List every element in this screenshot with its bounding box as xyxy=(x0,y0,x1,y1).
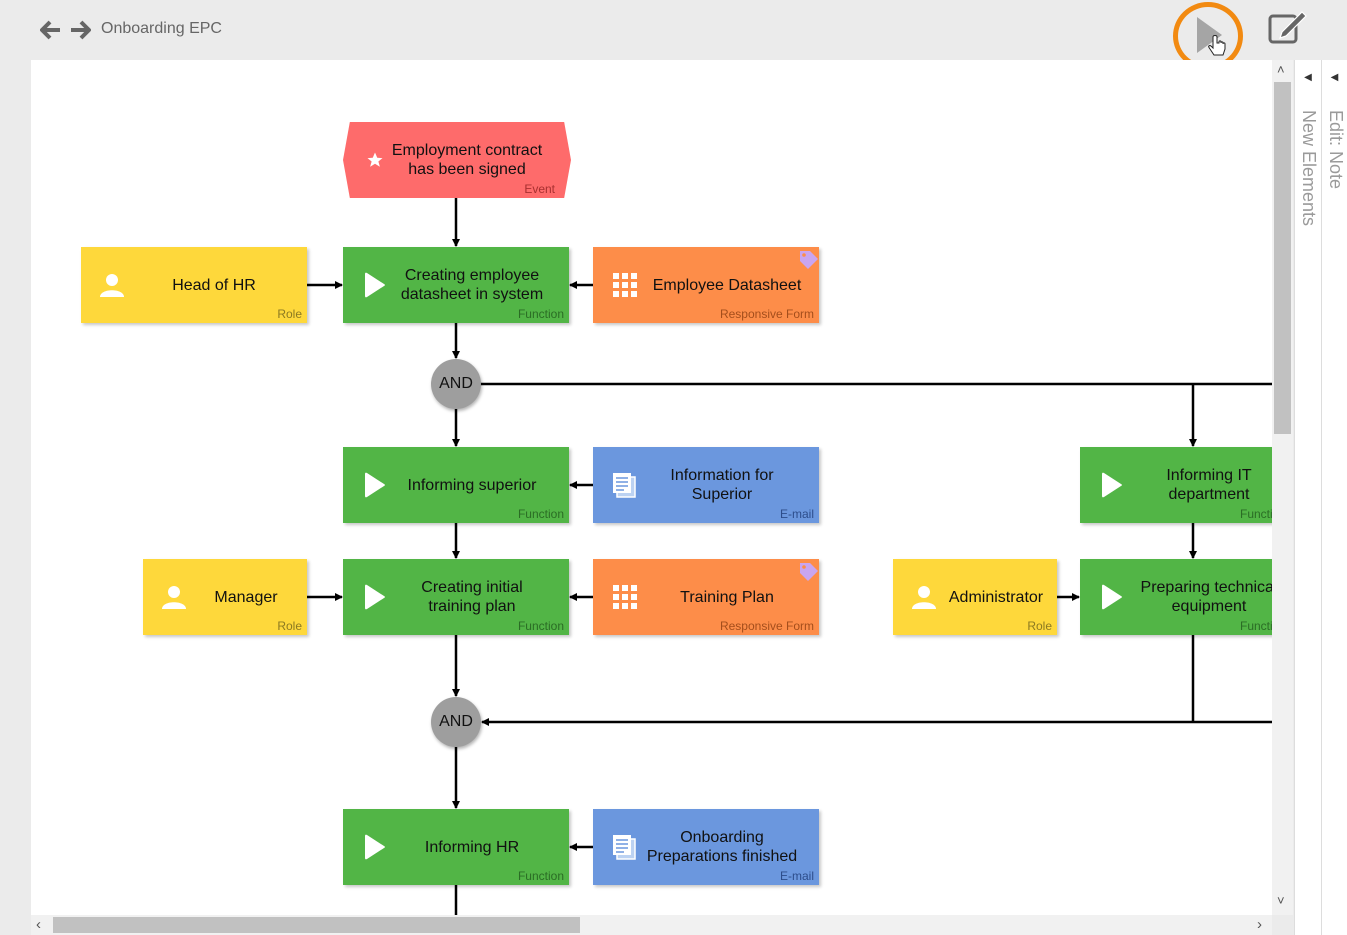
role-head-of-hr[interactable]: Head of HR Role xyxy=(81,247,307,323)
play-icon xyxy=(1102,584,1122,610)
node-type: Event xyxy=(524,182,555,196)
node-label: Administrator xyxy=(948,588,1044,606)
edit-note-tab[interactable]: Edit: Note xyxy=(1326,110,1346,190)
tag-icon xyxy=(800,563,818,581)
function-creating-employee-datasheet[interactable]: Creating employee datasheet in system Fu… xyxy=(343,247,569,323)
node-type: Function xyxy=(1240,507,1272,521)
node-type: Role xyxy=(277,307,302,321)
scroll-down-icon[interactable]: ˅ xyxy=(1277,893,1285,908)
document-icon xyxy=(613,835,636,860)
function-creating-training-plan[interactable]: Creating initial training plan Function xyxy=(343,559,569,635)
node-type: Responsive Form xyxy=(719,307,814,321)
node-label: Manager xyxy=(214,588,278,606)
node-label: Training Plan xyxy=(680,588,774,606)
role-administrator[interactable]: Administrator Role xyxy=(893,559,1057,635)
grid-icon xyxy=(613,585,637,609)
grid-icon xyxy=(613,273,637,297)
arrow-left-icon[interactable] xyxy=(40,19,62,41)
vertical-scroll-thumb[interactable] xyxy=(1274,82,1291,434)
connector-lines xyxy=(307,198,1272,915)
person-icon xyxy=(912,586,936,609)
play-icon xyxy=(1102,472,1122,498)
person-icon xyxy=(162,586,186,609)
node-label: Information for Superior xyxy=(670,467,774,503)
node-type: E-mail xyxy=(779,869,814,883)
email-onboarding-preparations-finished[interactable]: Onboarding Preparations finished E-mail xyxy=(593,809,819,885)
page-title: Onboarding EPC xyxy=(101,20,222,37)
horizontal-scrollbar[interactable]: ‹ › xyxy=(31,915,1272,935)
node-type: Function xyxy=(517,619,564,633)
email-information-for-superior[interactable]: Information for Superior E-mail xyxy=(593,447,819,523)
scroll-up-icon[interactable]: ˄ xyxy=(1277,62,1285,77)
role-manager[interactable]: Manager Role xyxy=(143,559,307,635)
document-icon xyxy=(613,473,636,498)
top-bar: Onboarding EPC xyxy=(0,0,1347,70)
node-type: Responsive Form xyxy=(719,619,814,633)
star-icon xyxy=(367,152,383,167)
event-node[interactable]: Employment contract has been signed Even… xyxy=(343,122,571,198)
node-type: E-mail xyxy=(779,507,814,521)
new-elements-tab[interactable]: New Elements xyxy=(1299,110,1319,227)
node-label: Preparing technical equipment xyxy=(1140,579,1272,615)
play-icon xyxy=(365,272,385,298)
node-label: Head of HR xyxy=(172,276,256,294)
node-label: Informing IT department xyxy=(1166,467,1252,503)
node-label: Onboarding Preparations finished xyxy=(646,829,798,865)
edit-icon[interactable] xyxy=(1266,10,1308,48)
new-elements-panel[interactable]: ◀ New Elements xyxy=(1294,60,1321,935)
form-training-plan[interactable]: Training Plan Responsive Form xyxy=(593,559,819,635)
play-icon xyxy=(1197,17,1226,56)
function-informing-hr[interactable]: Informing HR Function xyxy=(343,809,569,885)
node-type: Function xyxy=(517,307,564,321)
node-type: Function xyxy=(517,507,564,521)
node-label: Employee Datasheet xyxy=(652,276,802,294)
edit-note-panel[interactable]: ◀ Edit: Note xyxy=(1321,60,1347,935)
node-type: Function xyxy=(517,869,564,883)
play-icon xyxy=(365,584,385,610)
node-type: Role xyxy=(277,619,302,633)
node-type: Function xyxy=(1240,619,1272,633)
form-employee-datasheet[interactable]: Employee Datasheet Responsive Form xyxy=(593,247,819,323)
diagram-canvas[interactable]: Employment contract has been signed Even… xyxy=(31,60,1272,915)
collapse-left-icon[interactable]: ◀ xyxy=(1304,72,1312,83)
function-informing-superior[interactable]: Informing superior Function xyxy=(343,447,569,523)
arrow-right-icon[interactable] xyxy=(69,19,91,41)
and-gateway-2[interactable]: AND xyxy=(431,697,481,747)
node-label: Employment contract has been signed xyxy=(391,142,543,178)
scroll-left-icon[interactable]: ‹ xyxy=(36,916,41,933)
node-type: Role xyxy=(1027,619,1052,633)
node-label: Creating initial training plan xyxy=(421,579,523,615)
function-preparing-technical-equipment[interactable]: Preparing technical equipment Function xyxy=(1080,559,1272,635)
vertical-scrollbar[interactable]: ˄ ˅ xyxy=(1272,60,1293,915)
play-icon xyxy=(365,834,385,860)
function-informing-it-department[interactable]: Informing IT department Function xyxy=(1080,447,1272,523)
scroll-right-icon[interactable]: › xyxy=(1257,916,1262,933)
play-icon xyxy=(365,472,385,498)
node-label: Informing superior xyxy=(407,476,537,494)
collapse-left-icon[interactable]: ◀ xyxy=(1330,72,1339,83)
person-icon xyxy=(100,274,124,297)
tag-icon xyxy=(800,251,818,269)
node-label: Creating employee datasheet in system xyxy=(400,267,544,303)
horizontal-scroll-thumb[interactable] xyxy=(53,917,580,933)
hand-cursor-icon xyxy=(1208,35,1226,56)
node-label: Informing HR xyxy=(424,838,520,856)
and-gateway-1[interactable]: AND xyxy=(431,359,481,409)
